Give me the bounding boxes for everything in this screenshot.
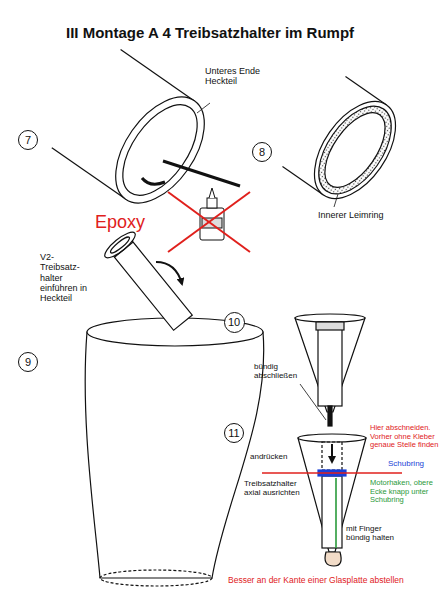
callout-circle: 9 xyxy=(18,352,38,372)
part-label: Schubring xyxy=(388,459,444,468)
rocket-tail-step11 xyxy=(298,434,366,566)
instruction-label: bündig abschließen xyxy=(254,362,308,380)
callout-number: 10 xyxy=(228,317,240,328)
rocket-tail-step9 xyxy=(85,228,264,586)
instruction-label: Treibsatzhalter axial ausrichten xyxy=(244,479,301,497)
warning-label: Epoxy xyxy=(95,212,175,233)
red-cross xyxy=(168,192,250,252)
callout-circle: 8 xyxy=(252,142,272,162)
note-label: Hier abschneiden. Vorher ohne Kleber gen… xyxy=(370,424,446,450)
callout-circle: 7 xyxy=(18,130,38,150)
callout-number: 9 xyxy=(25,357,31,368)
callout-circle: 11 xyxy=(224,423,244,443)
instruction-label: andrücken xyxy=(250,452,300,461)
title: III Montage A 4 Treibsatzhalter im Rumpf xyxy=(66,24,354,41)
part-label: Unteres Ende Heckteil xyxy=(205,66,265,87)
callout-number: 8 xyxy=(259,147,265,158)
callout-circle: 10 xyxy=(224,312,245,333)
callout-number: 7 xyxy=(25,135,31,146)
rocket-tail-step10 xyxy=(295,314,365,426)
instruction-label: mit Finger bündig halten xyxy=(346,524,402,542)
part-label: Innerer Leimring xyxy=(318,210,428,220)
motor-hook-line xyxy=(335,478,337,548)
cut-line xyxy=(262,472,402,474)
instruction-label: V2- Treibsatz- halter einführen in Heckt… xyxy=(40,252,96,304)
note-label: Motorhaken, obere Ecke knapp unter Schub… xyxy=(370,479,446,505)
note-label: Besser an der Kante einer Glasplatte abs… xyxy=(228,576,444,586)
tube-step8 xyxy=(283,77,412,213)
callout-number: 11 xyxy=(228,428,239,439)
